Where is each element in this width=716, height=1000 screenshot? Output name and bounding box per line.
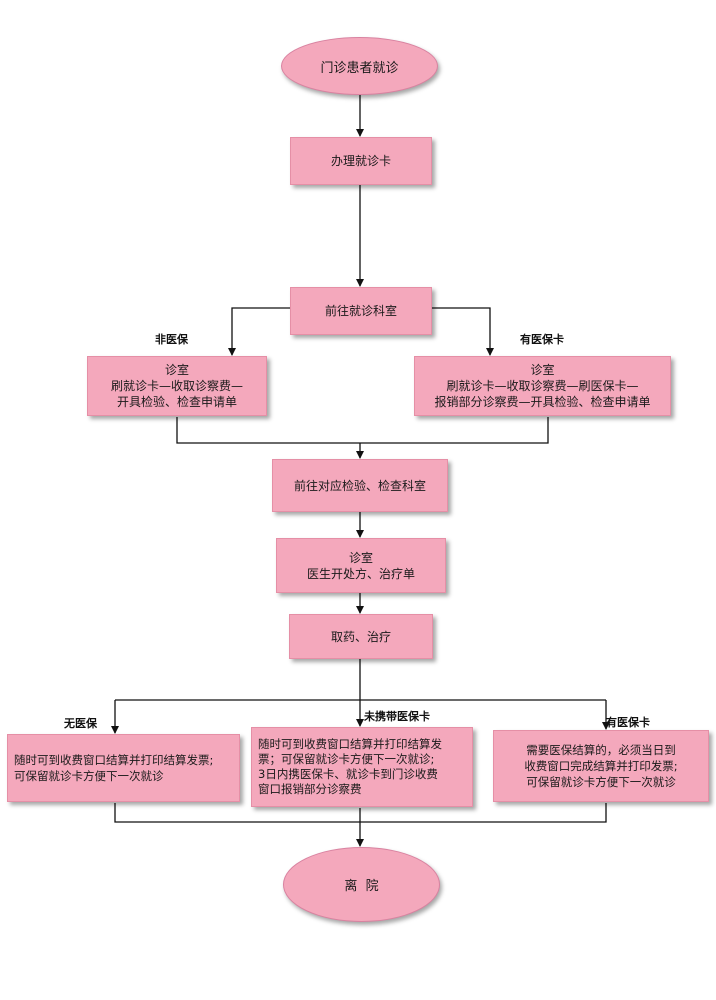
medicine-node: 取药、治疗 (289, 614, 433, 659)
branch-label-no-card: 未携带医保卡 (364, 710, 430, 723)
exam-label: 前往对应检验、检查科室 (293, 478, 426, 493)
dept-node: 前往就诊科室 (290, 287, 432, 335)
branch-label-has-card-top: 有医保卡 (520, 333, 564, 346)
room-left-line-1: 诊室 (164, 363, 189, 377)
doctor-line-1: 诊室 (348, 550, 373, 565)
end-label: 离 院 (344, 879, 379, 894)
card-label: 办理就诊卡 (330, 154, 391, 168)
room-right-line-1: 诊室 (530, 363, 555, 377)
end-node: 离 院 (283, 847, 440, 922)
pay-unbrought-line-2: 票；可保留就诊卡方便下一次就诊; (258, 752, 435, 766)
pay-unbrought-line-1: 随时可到收费窗口结算并打印结算发 (258, 737, 442, 751)
room-right-line-2: 刷就诊卡—收取诊察费—刷医保卡— (446, 379, 639, 393)
dept-label: 前往就诊科室 (324, 304, 397, 318)
pay-none-node: 随时可到收费窗口结算并打印结算发票; 可保留就诊卡方便下一次就诊 (7, 734, 240, 802)
pay-unbrought-line-4: 窗口报销部分诊察费 (258, 782, 362, 796)
room-right-line-3: 报销部分诊察费—开具检验、检查申请单 (434, 395, 651, 409)
card-node: 办理就诊卡 (290, 137, 432, 185)
pay-card-line-2: 收费窗口完成结算并打印发票; (524, 759, 678, 773)
start-node: 门诊患者就诊 (281, 37, 438, 95)
branch-label-has-card-bottom: 有医保卡 (606, 716, 650, 729)
room-left-line-2: 刷就诊卡—收取诊察费— (110, 379, 243, 393)
room-left-line-3: 开具检验、检查申请单 (116, 395, 237, 409)
start-label: 门诊患者就诊 (320, 60, 399, 76)
branch-label-non-insurance: 非医保 (155, 333, 188, 346)
pay-unbrought-line-3: 3日内携医保卡、就诊卡到门诊收费 (258, 767, 438, 781)
pay-none-line-1: 随时可到收费窗口结算并打印结算发票; (14, 753, 214, 767)
pay-unbrought-node: 随时可到收费窗口结算并打印结算发 票；可保留就诊卡方便下一次就诊; 3日内携医保… (251, 727, 473, 807)
pay-card-line-3: 可保留就诊卡方便下一次就诊 (526, 775, 676, 789)
pay-card-line-1: 需要医保结算的，必须当日到 (526, 743, 676, 757)
exam-node: 前往对应检验、检查科室 (272, 459, 448, 512)
pay-card-node: 需要医保结算的，必须当日到 收费窗口完成结算并打印发票; 可保留就诊卡方便下一次… (493, 730, 709, 802)
branch-label-no-insurance: 无医保 (64, 717, 97, 730)
room-left-node: 诊室 刷就诊卡—收取诊察费— 开具检验、检查申请单 (87, 356, 267, 416)
room-right-node: 诊室 刷就诊卡—收取诊察费—刷医保卡— 报销部分诊察费—开具检验、检查申请单 (414, 356, 671, 416)
doctor-line-2: 医生开处方、治疗单 (306, 566, 415, 581)
medicine-label: 取药、治疗 (330, 629, 391, 644)
pay-none-line-2: 可保留就诊卡方便下一次就诊 (14, 769, 164, 783)
doctor-node: 诊室 医生开处方、治疗单 (276, 538, 446, 593)
